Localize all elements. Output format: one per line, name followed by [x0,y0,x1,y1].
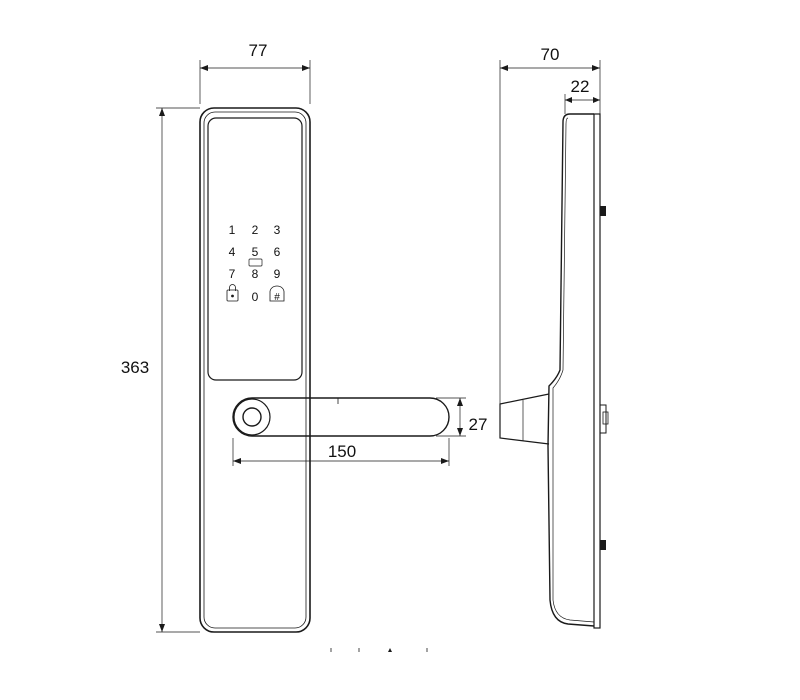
side-back-plate [593,113,601,629]
spindle-cap [602,411,609,425]
key-2[interactable]: 2 [252,223,259,237]
svg-text:27: 27 [469,415,488,434]
dimension-depth-body: 22 [564,77,600,114]
svg-text:363: 363 [121,358,149,377]
key-7[interactable]: 7 [229,267,236,281]
card-reader-icon [248,258,263,267]
mounting-screw-bottom [600,540,606,550]
front-view: 1 2 3 4 5 6 7 8 9 0 # [199,107,450,633]
svg-text:150: 150 [328,442,356,461]
hash-key[interactable]: # [269,285,285,303]
baseline-ticks [330,648,428,652]
side-view [499,113,609,629]
side-lever-profile [499,393,550,445]
dimension-handle-height: 27 [436,397,488,437]
key-8[interactable]: 8 [252,267,259,281]
key-5[interactable]: 5 [252,245,259,259]
key-6[interactable]: 6 [274,245,281,259]
key-9[interactable]: 9 [274,267,281,281]
dimension-width-front: 77 [199,41,311,104]
svg-text:22: 22 [571,77,590,96]
side-body-profile [547,113,595,627]
padlock-key-icon[interactable] [226,284,239,302]
fingerprint-sensor-outer [233,398,271,436]
front-plate-outline [199,107,311,633]
dimension-height: 363 [121,107,200,633]
key-4[interactable]: 4 [229,245,236,259]
front-plate-inner-outline [203,111,307,629]
dimension-handle-length: 150 [232,438,450,466]
svg-text:#: # [274,292,280,303]
fingerprint-sensor-icon [242,407,262,427]
dimension-depth-total: 70 [499,45,601,404]
spindle [599,404,607,434]
lever-handle [232,397,450,437]
svg-text:77: 77 [249,41,268,60]
mounting-screw-top [600,206,606,216]
keypad-panel [207,117,303,381]
key-1[interactable]: 1 [229,223,236,237]
svg-text:70: 70 [541,45,560,64]
key-0[interactable]: 0 [252,290,259,304]
key-3[interactable]: 3 [274,223,281,237]
